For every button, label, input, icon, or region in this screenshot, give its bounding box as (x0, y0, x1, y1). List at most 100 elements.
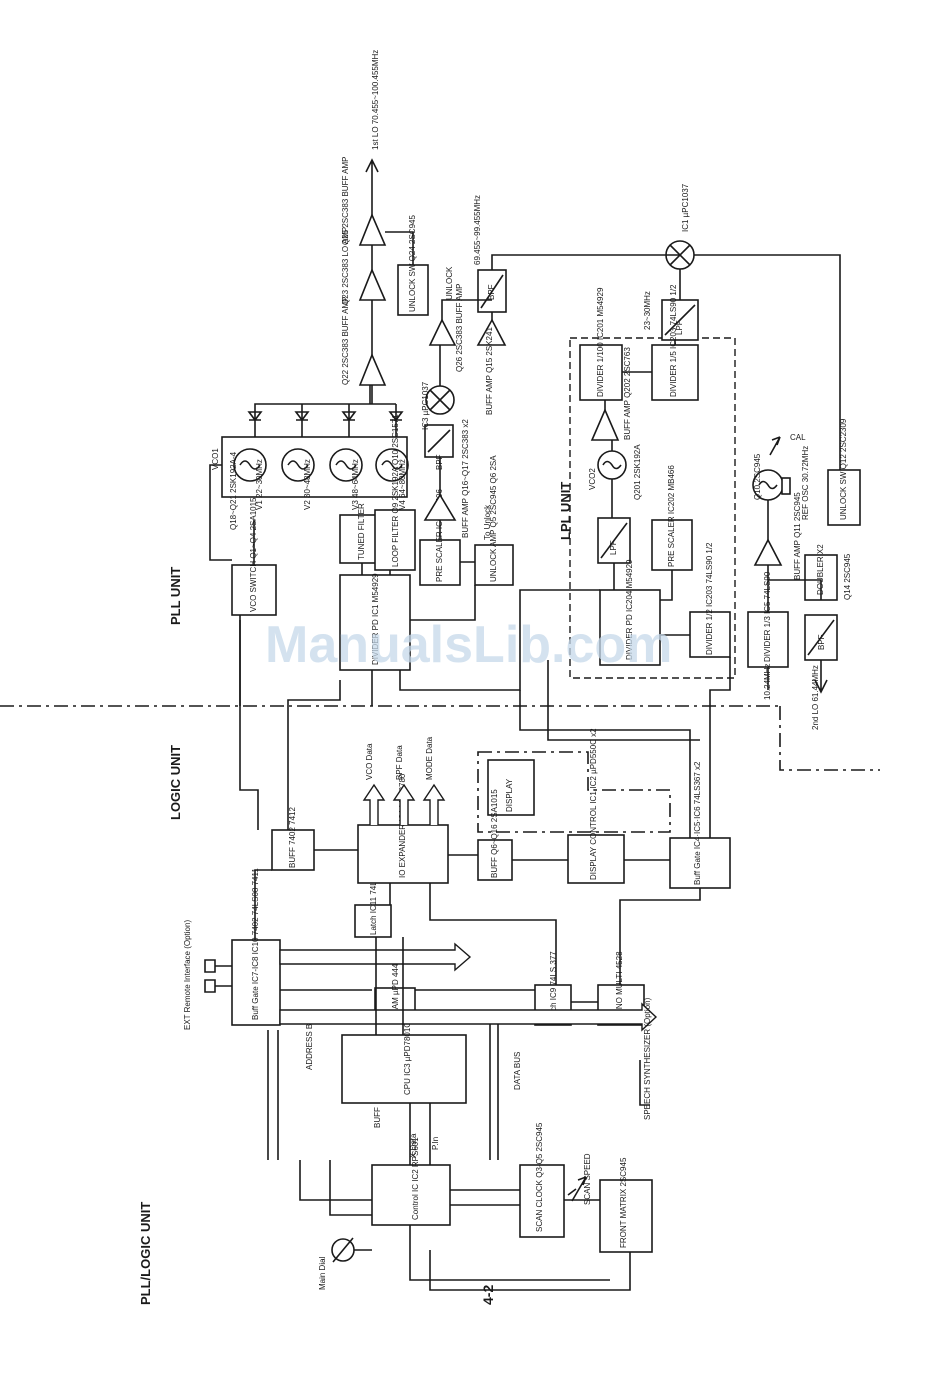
buff-amp-q202-triangle (590, 407, 620, 441)
front-matrix-label: FRONT MATRIX 2SC945 (619, 1157, 628, 1248)
divider-ic1-block (339, 574, 411, 671)
q10-osc-label: Q10 2SC945 (753, 453, 762, 500)
buff-q6-label: BUFF Q6~Q16 2SA1015 (490, 789, 499, 878)
buff-gate-ic7-label: Buff Gate IC7-IC8 IC10 7402 74LS08 7411 (251, 868, 260, 1020)
p-in-text: P.In (431, 1137, 440, 1150)
loop-filter-block (374, 509, 416, 571)
buff-amp-q25-triangle (358, 212, 387, 246)
vco-fets-label: Q18~Q21 2SK192A-4 (229, 451, 238, 530)
ext-remote-connector (204, 959, 232, 993)
unlock-amp-label: UNLOCK AMP Q5 2SC945 Q6 2SA (489, 455, 498, 582)
bpf-data-arrow (392, 783, 416, 825)
lo2-label: 2nd LO 61.44MHz (811, 665, 820, 730)
vco-diodes (247, 411, 404, 422)
scan-clock-label: SCAN CLOCK Q3-Q5 2SC945 (535, 1122, 544, 1232)
freq-mid-label: 23~30MHz (643, 291, 652, 330)
xtal-osc-label: REF OSC 30.72MHz (801, 446, 810, 520)
lpl-enclosure (569, 337, 736, 679)
lpf-label: LPF (675, 320, 684, 335)
vco-band-4: V4 64~80MHz (398, 459, 407, 510)
pre-scaler-lpl-label: PRE SCALER IC202 MB466 (667, 465, 676, 567)
vco1-bank (221, 436, 409, 498)
divider-1-3-label: DIVIDER 1/3 IC5 74LS90 (763, 571, 772, 662)
q26-buff-label: Q26 2SC383 BUFF AMP (455, 284, 464, 372)
display-block (487, 759, 535, 816)
buff-amp-q202-label: BUFF AMP Q202 2SC763 (623, 347, 632, 440)
bus-arrow-2 (279, 1002, 658, 1032)
mixer-ic1-label: IC1 µPC1037 (681, 183, 690, 232)
tuned-filter-label: TUNED FILTER (357, 503, 366, 560)
pll-logic-unit-label: PLL/LOGIC UNIT (138, 1202, 153, 1305)
scan-clock-block (519, 1164, 565, 1238)
x-data-text: X Data (409, 1133, 418, 1158)
divider-ic201-block (579, 344, 623, 401)
q201-label: Q201 2SK192A (633, 444, 642, 500)
front-matrix-block (599, 1179, 653, 1253)
control-ic2-block (371, 1164, 451, 1226)
display-control-block (567, 834, 625, 884)
latch-ic11-block (354, 904, 392, 938)
xtal (781, 477, 791, 495)
address-bus-label: ADDRESS BUS (305, 1013, 314, 1070)
latch-ic11-label: Latch IC11 74LS 174 (369, 860, 378, 935)
display-control-label: DISPLAY CONTROL IC1-IC2 µPD550C x2 (589, 728, 598, 880)
vco-osc-3 (329, 448, 363, 482)
ext-remote-label: EXT Remote Interface (Option) (183, 920, 192, 1030)
buff-amp-q11-triangle (753, 538, 783, 566)
io-expander-block (357, 824, 449, 884)
buff-amp-q16-label: BUFF AMP Q16~Q17 2SC383 x2 (461, 419, 470, 538)
vco-band-3: V3 48~64MHz (351, 459, 360, 510)
io-expander-label: IO EXPANDER IC14 M58780 (398, 773, 407, 878)
watermark: ManualsLib.com (265, 616, 672, 674)
data-bus-lines (489, 1020, 499, 1160)
output-label: 1st LO 70.455~100.455MHz (371, 50, 380, 150)
divider-ic1-label: DIVIDER PD IC1 M54929 (371, 573, 380, 665)
scan-speed-pot (567, 1176, 587, 1202)
unlock-sw-bottom-block (827, 469, 861, 526)
control-ic2-label: Control IC IC2 RPS601 (411, 1137, 420, 1220)
vco1-label: VCO1 (211, 448, 220, 470)
vco-band-1: V1 22~30MHz (255, 459, 264, 510)
buff-amp-q25-label: Q25 2SC383 BUFF AMP (341, 157, 350, 245)
buff-amp-q11-label: BUFF AMP Q11 2SC945 (793, 492, 802, 580)
divider-lpl-label: DIVIDER PD IC204 M54929 (625, 559, 634, 660)
q26-buff-triangle (428, 318, 457, 346)
lpl-unit-label: LPL UNIT (558, 482, 573, 540)
mode-data-arrow (422, 783, 446, 825)
mono-multi-label: MONO MULTI 4528 (615, 951, 624, 1022)
vco-osc-4 (375, 448, 409, 482)
logic-unit-label: LOGIC UNIT (168, 745, 183, 820)
cal-label: CAL (790, 433, 806, 442)
bus-arrow-1 (279, 942, 472, 972)
display-label: DISPLAY (505, 778, 514, 812)
unlock-amp-block (474, 544, 514, 586)
buff-amp-q15-triangle (476, 318, 507, 346)
buff-text: BUFF (373, 1107, 382, 1128)
main-dial-label: Main Dial (318, 1256, 327, 1290)
buff-amp-q15-label: BUFF AMP Q15 2SK241 (485, 327, 494, 415)
speech-label: SPEECH SYNTHESIZER (Option) (643, 997, 652, 1120)
unlock-in-label: UNLOCK (445, 266, 454, 300)
latch-ic9-label: Latch IC9 74LS 377 (549, 951, 558, 1022)
cpu-label: CPU IC3 µPD7801G (403, 1021, 412, 1095)
vco-switch-block (231, 564, 277, 616)
divider-ic203-label: DIVIDER 1/5 IC203 74LS90 1/2 (669, 284, 678, 397)
pre-scaler-lpl-block (651, 519, 693, 571)
buff-amp-q22-triangle (358, 352, 387, 386)
to-unlock-label: To Unlock (483, 504, 492, 540)
divider-lpl-block (599, 589, 661, 666)
buff-amp-q22-label: Q22 2SC383 BUFF AMP (341, 297, 350, 385)
buff-gate-ic4-label: Buff Gate IC4·IC5·IC6 74LS367 x2 (693, 761, 702, 885)
ram-label: RAM µPD 444 (391, 963, 400, 1015)
mode-data-label: MODE Data (425, 736, 434, 780)
vco-band-2: V2 30~48MHz (303, 459, 312, 510)
display-enclosure (477, 751, 671, 833)
loop-filter-label: LOOP FILTER Q9 2SK192A Q10 2SC1571 (391, 414, 400, 567)
pre-scaler-block (419, 539, 461, 586)
vco2-label: VCO2 (588, 468, 597, 490)
buff-gate-small-label: BUFF 7402 7412 (288, 807, 297, 868)
bpf-top-label: BPF (487, 284, 496, 300)
pll-unit-label: PLL UNIT (168, 567, 183, 625)
divider-ic203-block (651, 344, 699, 401)
